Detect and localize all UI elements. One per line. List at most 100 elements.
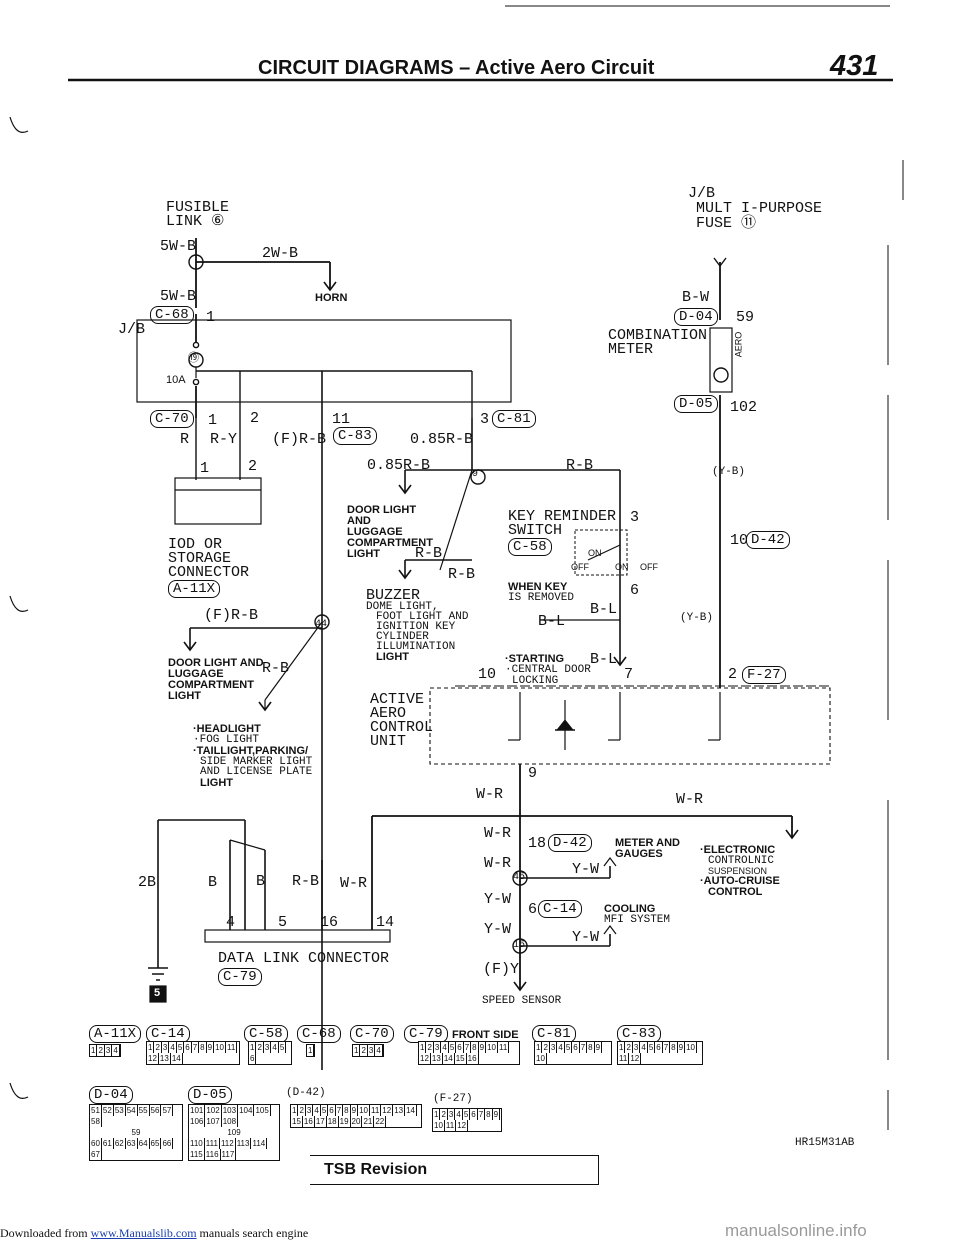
- download-footer: Downloaded from www.Manualslib.com manua…: [0, 1226, 308, 1241]
- connector-ref-d42-b[interactable]: D-42: [548, 834, 592, 852]
- dome-label-1: DOOR LIGHT: [347, 504, 417, 516]
- mpf-label: MULT I-PURPOSE: [696, 200, 823, 217]
- buzzer-note-1: DOME LIGHT,: [366, 601, 439, 613]
- iod-pin-2: 2: [248, 458, 258, 475]
- connector-ref-c70[interactable]: C-70: [150, 410, 194, 428]
- key-pin-6: 6: [630, 582, 640, 599]
- wire-wr-c: W-R: [484, 825, 512, 842]
- node-45-label: 45: [513, 872, 526, 883]
- conn-title-a11x[interactable]: A-11X: [89, 1025, 142, 1043]
- connector-ref-c81[interactable]: C-81: [492, 410, 536, 428]
- jb-left-label: J/B: [118, 321, 146, 338]
- storage-label: STORAGE: [168, 550, 232, 567]
- pin-9-label: 9: [528, 765, 538, 782]
- buzzer-note-3: IGNITION KEY: [376, 621, 456, 633]
- speed-sensor-label: SPEED SENSOR: [482, 995, 562, 1007]
- wire-ry: R-Y: [210, 431, 238, 448]
- switch-on-a: ON: [588, 548, 602, 558]
- active-aero-label-2: AERO: [370, 705, 407, 722]
- wire-5wb-a: 5W-B: [160, 238, 197, 255]
- switch-off-b: OFF: [640, 562, 658, 572]
- buzzer-note-5: ILLUMINATION: [376, 641, 456, 653]
- pin-7-label: 7: [624, 666, 634, 683]
- door-light-label-4: LIGHT: [168, 690, 201, 702]
- wire-frb-a: (F)R-B: [272, 431, 327, 448]
- fuse-19-label: ⑲: [188, 353, 199, 365]
- pin-102-label: 102: [730, 399, 758, 416]
- wire-bl-b: B-L: [538, 613, 566, 630]
- wire-yw-d: Y-W: [572, 929, 600, 946]
- wire-fy: (F)Y: [483, 961, 520, 978]
- conn-title-d05[interactable]: D-05: [188, 1086, 232, 1104]
- buzzer-label: BUZZER: [366, 587, 421, 604]
- conn-title-f27: (F-27): [433, 1093, 473, 1105]
- door-light-label-3: COMPARTMENT: [168, 679, 254, 691]
- combination-meter-label: COMBINATION: [608, 327, 708, 344]
- dlc-pin-5: 5: [278, 914, 288, 931]
- wire-bl-a: B-L: [590, 601, 618, 618]
- ecs-label-4: ·AUTO-CRUISE: [700, 875, 780, 887]
- tsb-revision-label: TSB Revision: [324, 1161, 428, 1178]
- data-link-connector-label: DATA LINK CONNECTOR: [218, 950, 390, 967]
- front-side-label: FRONT SIDE: [452, 1029, 519, 1041]
- dome-label-4: COMPARTMENT: [347, 537, 433, 549]
- connector-ref-c83[interactable]: C-83: [333, 427, 377, 445]
- watermark-text: manualsonline.info: [725, 1221, 867, 1240]
- pin-1-label: 1: [206, 309, 216, 326]
- conn-title-c70[interactable]: C-70: [350, 1025, 394, 1043]
- connector-ref-d42-a[interactable]: D-42: [746, 531, 790, 549]
- connector-ref-d04[interactable]: D-04: [674, 308, 718, 326]
- footer-suffix: manuals search engine: [199, 1226, 309, 1240]
- buzzer-note-6: LIGHT: [376, 651, 409, 663]
- headlight-note-5: AND LICENSE PLATE: [200, 766, 313, 778]
- connector-face-c68: 1: [306, 1044, 316, 1057]
- yb-label-a: (Y-B): [712, 466, 746, 478]
- aero-tag: AERO: [733, 331, 744, 358]
- wire-2wb: 2W-B: [262, 245, 299, 262]
- connector-ref-c14-a[interactable]: C-14: [538, 900, 582, 918]
- connector-ref-c68[interactable]: C-68: [150, 306, 194, 324]
- wire-b-b: B: [256, 873, 266, 890]
- manualslib-link[interactable]: www.Manualslib.com: [90, 1226, 197, 1240]
- pin-10-label: 10: [478, 666, 497, 683]
- key-pin-3: 3: [630, 509, 640, 526]
- node-9-label: 9: [472, 469, 479, 480]
- starting-label: ·STARTING: [505, 653, 565, 665]
- ecs-label-2: CONTROLNIC: [708, 855, 775, 867]
- buzzer-note-2: FOOT LIGHT AND: [376, 611, 469, 623]
- footer-prefix: Downloaded from: [0, 1226, 88, 1240]
- door-light-label-1: DOOR LIGHT AND: [168, 657, 264, 669]
- wire-rb-e: R-B: [292, 873, 320, 890]
- connector-ref-a11x[interactable]: A-11X: [168, 580, 221, 598]
- wire-yw-b: Y-W: [484, 891, 512, 908]
- dome-label-3: LUGGAGE: [347, 526, 403, 538]
- wire-wr-e: W-R: [340, 875, 368, 892]
- active-aero-label-4: UNIT: [370, 733, 407, 750]
- connector-ref-c79[interactable]: C-79: [218, 968, 262, 986]
- wire-rb-c: R-B: [448, 566, 476, 583]
- connector-ref-d05[interactable]: D-05: [674, 395, 718, 413]
- mfi-label: MFI SYSTEM: [604, 914, 671, 926]
- connector-ref-c58[interactable]: C-58: [508, 538, 552, 556]
- buzzer-note-4: CYLINDER: [376, 631, 429, 643]
- conn-title-c68[interactable]: C-68: [297, 1025, 341, 1043]
- wire-bl-c: B-L: [590, 651, 618, 668]
- wire-5wb-b: 5W-B: [160, 288, 197, 305]
- pin-59-label: 59: [736, 309, 755, 326]
- pin-6-label: 6: [528, 901, 538, 918]
- wire-yw-c: Y-W: [484, 921, 512, 938]
- reference-code: HR15M31AB: [795, 1137, 855, 1149]
- connector-ref-f27[interactable]: F-27: [742, 666, 786, 684]
- door-light-label-2: LUGGAGE: [168, 668, 224, 680]
- conn-title-d04[interactable]: D-04: [89, 1086, 133, 1104]
- pin-18-label: 18: [528, 835, 547, 852]
- wire-rb-d: R-B: [262, 660, 290, 677]
